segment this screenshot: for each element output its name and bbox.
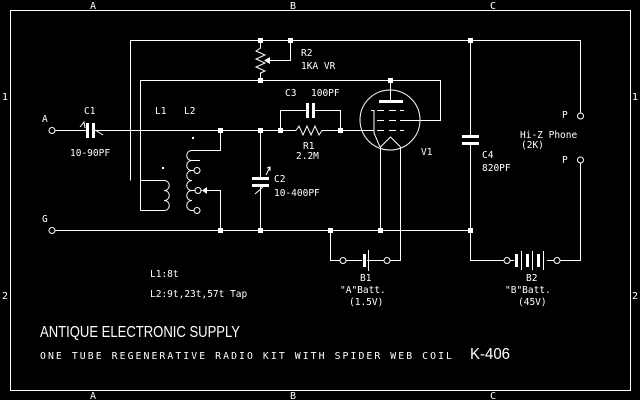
note-l1-turns: L1:8t (150, 269, 179, 280)
grid-row-2-left: 2 (2, 291, 8, 302)
r2-ref: R2 (301, 48, 312, 59)
b2-ref: B2 (526, 273, 537, 284)
wire-c3-branch (280, 110, 341, 131)
v1-triode-tube-symbol (359, 80, 421, 151)
grid-col-b-bottom: B (290, 391, 296, 400)
grid-col-a-top: A (90, 1, 96, 12)
phone-terminal-bottom (577, 156, 584, 164)
grid-col-a-bottom: A (90, 391, 96, 400)
l1-ref: L1 (155, 106, 167, 117)
wire-filament-right (390, 147, 401, 261)
c1-value: 10-90PF (70, 148, 110, 159)
wire-c4 (470, 40, 504, 261)
c2-value: 10-400PF (274, 188, 320, 199)
wire-feedback-rail (140, 80, 441, 211)
c4-capacitor-symbol (462, 135, 479, 145)
phone-value: (2K) (521, 140, 544, 151)
r1-ref: R1 (303, 141, 315, 152)
antenna-terminal (48, 127, 56, 134)
grid-row-1-right: 1 (632, 92, 638, 103)
wire-b2 (510, 163, 581, 261)
phone-name: Hi-Z Phone (520, 130, 577, 141)
r1-resistor-symbol (295, 124, 324, 137)
c1-capacitor-symbol (79, 120, 104, 138)
note-l2-turns: L2:9t,23t,57t Tap (150, 289, 248, 300)
c1-ref: C1 (84, 106, 96, 117)
b1-name: "A"Batt. (340, 285, 386, 296)
kit-part-number: K-406 (470, 346, 510, 363)
grid-col-c-bottom: C (490, 391, 496, 400)
wire-l2-top (200, 130, 221, 151)
ground-label: G (42, 214, 48, 225)
wire-l2-tap (205, 190, 221, 231)
c3-ref: C3 (285, 88, 296, 99)
c2-capacitor-symbol (252, 166, 271, 195)
wire-r2-wiper (270, 40, 291, 61)
grid-row-2-right: 2 (632, 291, 638, 302)
c3-capacitor-symbol (306, 103, 315, 118)
grid-col-b-top: B (290, 1, 296, 12)
b2-value: (45V) (518, 297, 547, 308)
antenna-label: A (42, 114, 48, 125)
v1-ref: V1 (421, 147, 433, 158)
c4-ref: C4 (482, 150, 494, 161)
wire-top-rail (130, 40, 581, 181)
grid-col-c-top: C (490, 1, 496, 12)
b1-ref: B1 (360, 273, 372, 284)
b2-name: "B"Batt. (505, 285, 551, 296)
r2-potentiometer-symbol (254, 43, 270, 78)
coil-l1-l2-symbol (140, 137, 207, 214)
c4-value: 820PF (482, 163, 511, 174)
company-name: ANTIQUE ELECTRONIC SUPPLY (40, 324, 240, 341)
c2-ref: C2 (274, 174, 285, 185)
kit-description: ONE TUBE REGENERATIVE RADIO KIT WITH SPI… (40, 351, 454, 362)
l2-ref: L2 (184, 106, 195, 117)
r2-value: 1KA VR (301, 61, 336, 72)
phone-terminal-top (577, 112, 584, 120)
grid-row-1-left: 1 (2, 92, 8, 103)
wire-b1 (330, 230, 384, 261)
ground-terminal (48, 227, 56, 234)
phone-bottom-label: P (562, 155, 568, 166)
phone-top-label: P (562, 110, 568, 121)
c3-value: 100PF (311, 88, 340, 99)
b1-value: (1.5V) (349, 297, 383, 308)
b1-battery-symbol (339, 250, 391, 271)
r1-value: 2.2M (296, 151, 319, 162)
b2-battery-symbol (503, 251, 561, 270)
drawing-border (10, 10, 631, 391)
